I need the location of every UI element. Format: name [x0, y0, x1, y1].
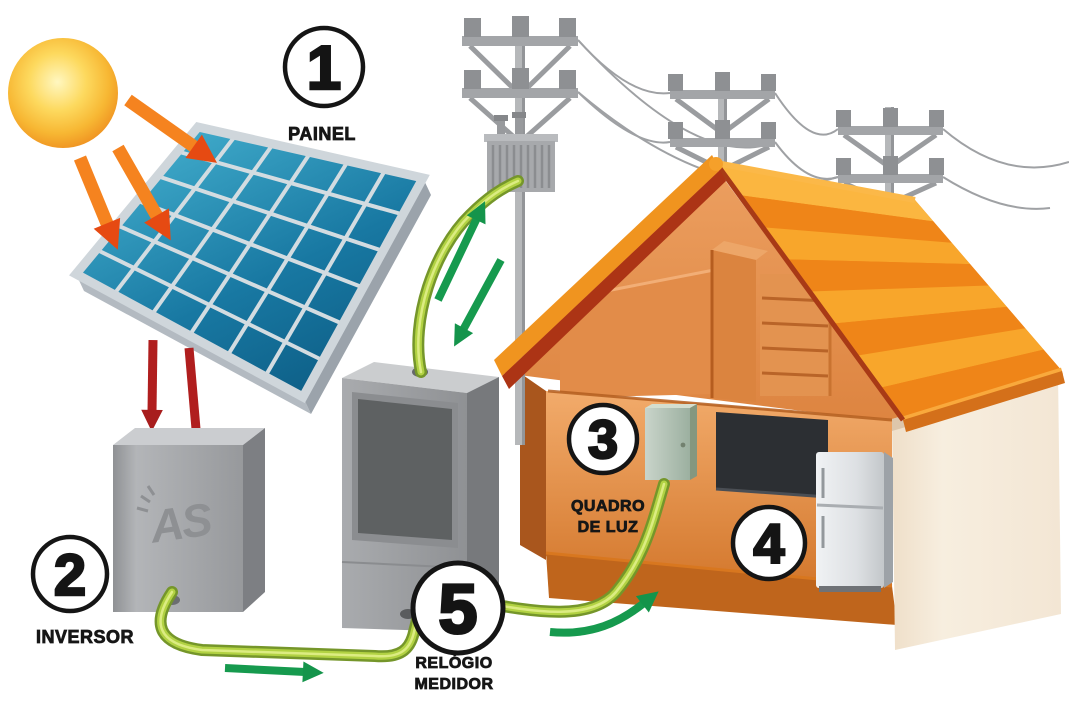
step-number-2: 2 [54, 543, 86, 608]
label-relogio-line2: MEDIDOR [414, 676, 493, 693]
flow-arrow-up [434, 201, 486, 302]
flow-arrow-down [454, 258, 505, 347]
sun-ray-arrow [112, 144, 171, 241]
utility-pole-1 [462, 16, 578, 445]
chimney [712, 250, 756, 402]
step-badge-1: 1 PAINEL [282, 25, 366, 144]
left-fascia-inner [502, 170, 726, 389]
step-badge-5: 5 RELÓGIO MEDIDOR [410, 560, 506, 693]
label-relogio-line1: RELÓGIO [415, 653, 492, 672]
cable-meter-to-transformer [412, 175, 524, 378]
roof-gable-edge [713, 161, 906, 422]
step-number-5: 5 [439, 570, 478, 648]
tv-screen [716, 412, 828, 497]
power-wire [577, 91, 671, 144]
roof-stripe [716, 163, 934, 222]
cable-meter-to-quadro [464, 478, 670, 618]
cable-inverter-to-meter [154, 586, 425, 663]
left-fascia-outer [494, 155, 720, 376]
step-badges: 1 PAINEL 2 INVERSOR 3 QUADRO DE LUZ 4 5 … [30, 25, 808, 693]
utility-pole-2 [668, 72, 776, 171]
power-wire [774, 92, 839, 136]
roof-stripe [832, 306, 1026, 356]
roof-stripe [879, 349, 1062, 420]
roof-stripe [739, 195, 952, 243]
sun [8, 38, 118, 148]
step-number-1: 1 [307, 34, 341, 103]
power-wire [942, 128, 1069, 169]
power-wire [774, 141, 839, 180]
roof-stripe [762, 227, 971, 265]
chimney-top [712, 241, 768, 260]
roof-stripe [856, 328, 1044, 388]
dc-arrow [141, 339, 163, 432]
inverter-logo: AS [146, 492, 216, 552]
roof-stripe [786, 259, 989, 292]
label-painel: PAINEL [288, 124, 356, 144]
step-number-4: 4 [753, 512, 784, 575]
step-number-3: 3 [588, 410, 618, 470]
sun-ray-arrow [124, 94, 218, 163]
refrigerator [816, 452, 893, 592]
flow-arrow-right [224, 661, 324, 683]
roof-apex-cap [709, 157, 723, 171]
cables [154, 175, 670, 663]
inverter-box: AS [113, 428, 265, 612]
sun-ray-arrow [73, 155, 121, 250]
solar-panel [69, 122, 431, 414]
panel-frame-right-side [303, 178, 431, 414]
step-badge-2: 2 INVERSOR [30, 534, 134, 647]
flow-arrow-to-house [549, 591, 659, 637]
step-badge-4: 4 [730, 504, 808, 582]
roof-stripes [716, 163, 1062, 420]
roof-eave-fascia [903, 371, 1065, 432]
right-exterior-wall [892, 371, 1061, 650]
flow-arrows [224, 201, 659, 683]
label-quadro-line2: DE LUZ [578, 519, 639, 536]
panel-grid-lines [95, 134, 404, 378]
panel-grid-line [263, 168, 388, 378]
roof-stripe [809, 285, 1007, 324]
sun-rays [73, 94, 218, 250]
meter-screen [358, 399, 452, 540]
step-badge-3: 3 QUADRO DE LUZ [566, 402, 645, 536]
quadro-de-luz-box [645, 404, 697, 480]
roof-ridge [715, 160, 916, 203]
room-left-wall [520, 373, 546, 560]
label-quadro-line1: QUADRO [571, 498, 645, 515]
label-inversor: INVERSOR [36, 627, 134, 647]
power-wire [942, 176, 1051, 210]
